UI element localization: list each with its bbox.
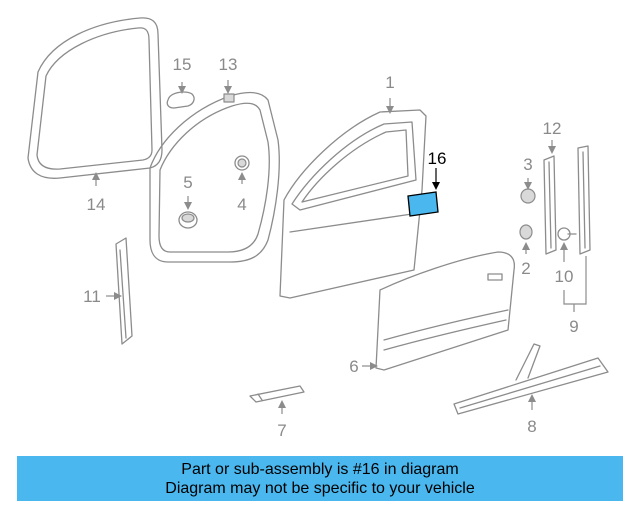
part-1-door-shell[interactable] bbox=[279, 109, 427, 299]
part-5-clip[interactable] bbox=[178, 211, 198, 229]
callout-1: 1 bbox=[385, 73, 394, 92]
callout-15: 15 bbox=[173, 55, 192, 74]
callout-3: 3 bbox=[523, 155, 532, 174]
callout-5: 5 bbox=[183, 173, 192, 192]
part-13-door-weatherstrip[interactable] bbox=[149, 91, 280, 263]
callout-11: 11 bbox=[83, 287, 101, 306]
callout-16: 16 bbox=[428, 149, 447, 168]
part-6-outer-panel[interactable] bbox=[375, 251, 516, 371]
part-7-bracket[interactable] bbox=[249, 385, 305, 403]
callout-10: 10 bbox=[555, 267, 574, 286]
callout-6: 6 bbox=[349, 357, 358, 376]
callout-9: 9 bbox=[569, 317, 578, 336]
part-8-sill-molding[interactable] bbox=[453, 343, 609, 415]
callout-7: 7 bbox=[277, 421, 286, 440]
part-2-washer[interactable] bbox=[519, 224, 533, 240]
banner-line-2: Diagram may not be specific to your vehi… bbox=[165, 479, 475, 497]
callout-8: 8 bbox=[527, 417, 536, 436]
parts-diagram: 14 15 13 5 4 11 1 bbox=[27, 17, 609, 440]
callout-12: 12 bbox=[543, 119, 562, 138]
part-9-outer-strip[interactable] bbox=[577, 145, 591, 255]
part-14-weatherstrip[interactable] bbox=[27, 17, 163, 179]
part-11-pillar-trim[interactable] bbox=[115, 237, 133, 345]
part-3-cap[interactable] bbox=[520, 188, 536, 204]
callout-13: 13 bbox=[219, 55, 238, 74]
part-12-belt-strip[interactable] bbox=[543, 155, 557, 255]
part-15-plug[interactable] bbox=[166, 91, 195, 109]
part-16-highlighted[interactable] bbox=[407, 191, 439, 217]
banner-line-1: Part or sub-assembly is #16 in diagram bbox=[181, 460, 459, 478]
callout-14: 14 bbox=[87, 195, 106, 214]
part-10-clip[interactable] bbox=[557, 227, 577, 241]
callout-4: 4 bbox=[237, 195, 246, 214]
callout-2: 2 bbox=[521, 259, 530, 278]
part-4-grommet[interactable] bbox=[234, 155, 250, 171]
info-banner: Part or sub-assembly is #16 in diagram D… bbox=[17, 456, 623, 501]
